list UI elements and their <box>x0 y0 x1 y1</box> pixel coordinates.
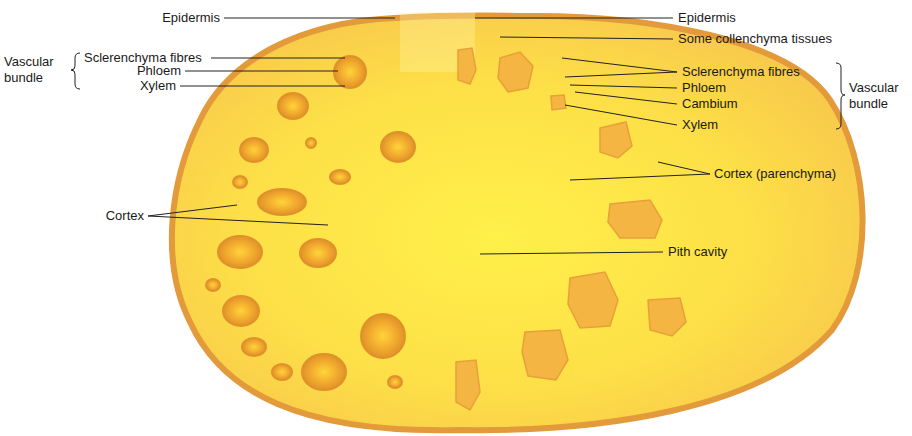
part-label: Phloem <box>682 80 726 96</box>
part-label: Pith cavity <box>668 244 727 260</box>
stem-outline <box>172 16 863 431</box>
part-label: Phloem <box>137 63 181 79</box>
part-label: Epidermis <box>162 10 220 26</box>
part-label: Cambium <box>682 96 738 112</box>
part-label: Vascular bundle <box>4 54 62 86</box>
irregular-bundles <box>456 48 686 410</box>
part-label: Cortex (parenchyma) <box>714 166 836 182</box>
part-label: Cortex <box>106 208 144 224</box>
part-label: Vascular bundle <box>849 80 907 112</box>
leader-lines <box>148 18 710 254</box>
vascular-bundles <box>206 56 415 390</box>
part-label: Epidermis <box>678 10 736 26</box>
part-label: Xylem <box>140 78 176 94</box>
part-label: Sclerenchyma fibres <box>682 64 800 80</box>
part-label: Some collenchyma tissues <box>678 31 832 47</box>
part-label: Xylem <box>682 117 718 133</box>
